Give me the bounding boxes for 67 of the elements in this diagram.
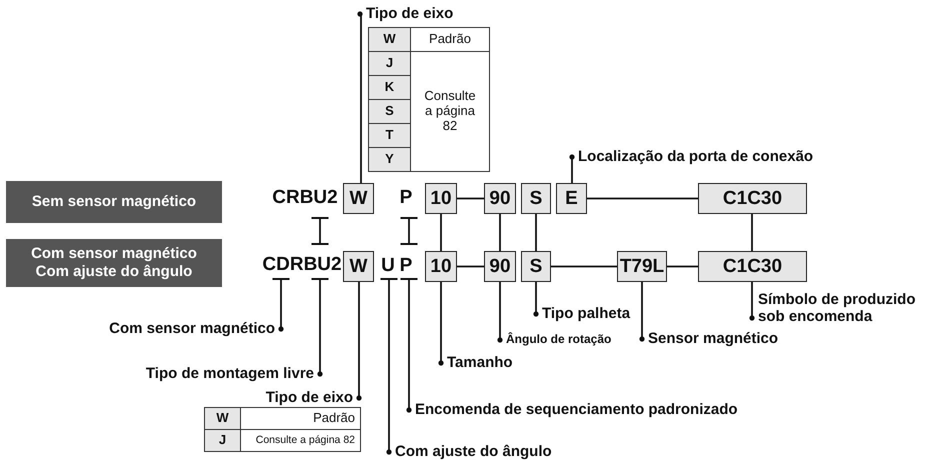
banner-text: Com sensor magnético bbox=[31, 245, 197, 263]
connector-line bbox=[400, 217, 418, 245]
table-cell: Padrão bbox=[240, 407, 361, 430]
leader-line bbox=[749, 282, 755, 321]
connector-line bbox=[751, 214, 753, 251]
table-cell: Consulte a página 82 bbox=[240, 429, 361, 452]
connector-line bbox=[457, 266, 484, 268]
code-text: P bbox=[398, 185, 414, 211]
callout-label: Ângulo de rotação bbox=[500, 331, 630, 349]
leader-line bbox=[497, 282, 503, 343]
code-text: P bbox=[398, 253, 414, 279]
variant-banner: Sem sensor magnético bbox=[6, 181, 222, 223]
table-cell: J bbox=[204, 429, 241, 452]
leader-line bbox=[357, 11, 363, 183]
leader-line bbox=[569, 154, 575, 183]
callout-label: Tipo de eixo bbox=[240, 388, 359, 408]
code-box: 10 bbox=[425, 251, 457, 282]
callout-label: Com ajuste do ângulo bbox=[389, 442, 579, 460]
code-box: S bbox=[521, 251, 551, 282]
table-cell: T bbox=[368, 123, 411, 148]
callout-label: Encomenda de sequenciamento padronizado bbox=[409, 400, 759, 420]
code-text: CDRBU2 bbox=[262, 252, 342, 278]
leader-line bbox=[310, 278, 330, 377]
connector-line bbox=[587, 198, 698, 200]
table-cell: Padrão bbox=[410, 27, 490, 52]
connector-line bbox=[499, 214, 501, 251]
code-text: CRBU2 bbox=[270, 185, 340, 211]
code-box: W bbox=[343, 251, 374, 282]
leader-line bbox=[438, 282, 444, 366]
leader-line bbox=[356, 282, 362, 401]
code-box: W bbox=[343, 183, 374, 214]
table-cell: J bbox=[368, 51, 411, 76]
table-cell: S bbox=[368, 99, 411, 124]
table-cell: K bbox=[368, 75, 411, 100]
callout-label: Símbolo de produzido sob encomenda bbox=[752, 288, 938, 328]
leader-line bbox=[400, 278, 418, 413]
table-cell: Consulte a página 82 bbox=[410, 51, 490, 172]
callout-label: Com sensor magnético bbox=[110, 319, 281, 339]
callout-label: Localização da porta de conexão bbox=[572, 147, 842, 167]
code-box: C1C30 bbox=[698, 183, 807, 214]
connector-line bbox=[667, 266, 698, 268]
code-box: T79L bbox=[617, 251, 667, 282]
code-box: S bbox=[521, 183, 551, 214]
callout-label: Tipo de eixo bbox=[360, 4, 480, 24]
connector-line bbox=[310, 217, 330, 245]
callout-label: Tipo de montagem livre bbox=[100, 364, 320, 384]
leader-line bbox=[272, 278, 290, 332]
code-box: E bbox=[556, 183, 587, 214]
connector-line bbox=[551, 266, 617, 268]
callout-label: Sensor magnético bbox=[642, 329, 792, 349]
table-cell: Y bbox=[368, 147, 411, 172]
code-text: U bbox=[380, 253, 396, 279]
code-box: 90 bbox=[484, 183, 516, 214]
table-cell: W bbox=[204, 407, 241, 430]
callout-label: Tipo palheta bbox=[536, 304, 636, 324]
leader-line bbox=[533, 282, 539, 317]
leader-line bbox=[380, 278, 398, 455]
code-box: 10 bbox=[425, 183, 457, 214]
banner-text: Com ajuste do ângulo bbox=[36, 263, 192, 281]
connector-line bbox=[457, 198, 484, 200]
connector-line bbox=[440, 214, 442, 251]
table-cell: W bbox=[368, 27, 411, 52]
leader-line bbox=[639, 282, 645, 342]
code-box: C1C30 bbox=[698, 251, 807, 282]
callout-label: Tamanho bbox=[441, 353, 531, 373]
connector-line bbox=[535, 214, 537, 251]
code-box: 90 bbox=[484, 251, 516, 282]
